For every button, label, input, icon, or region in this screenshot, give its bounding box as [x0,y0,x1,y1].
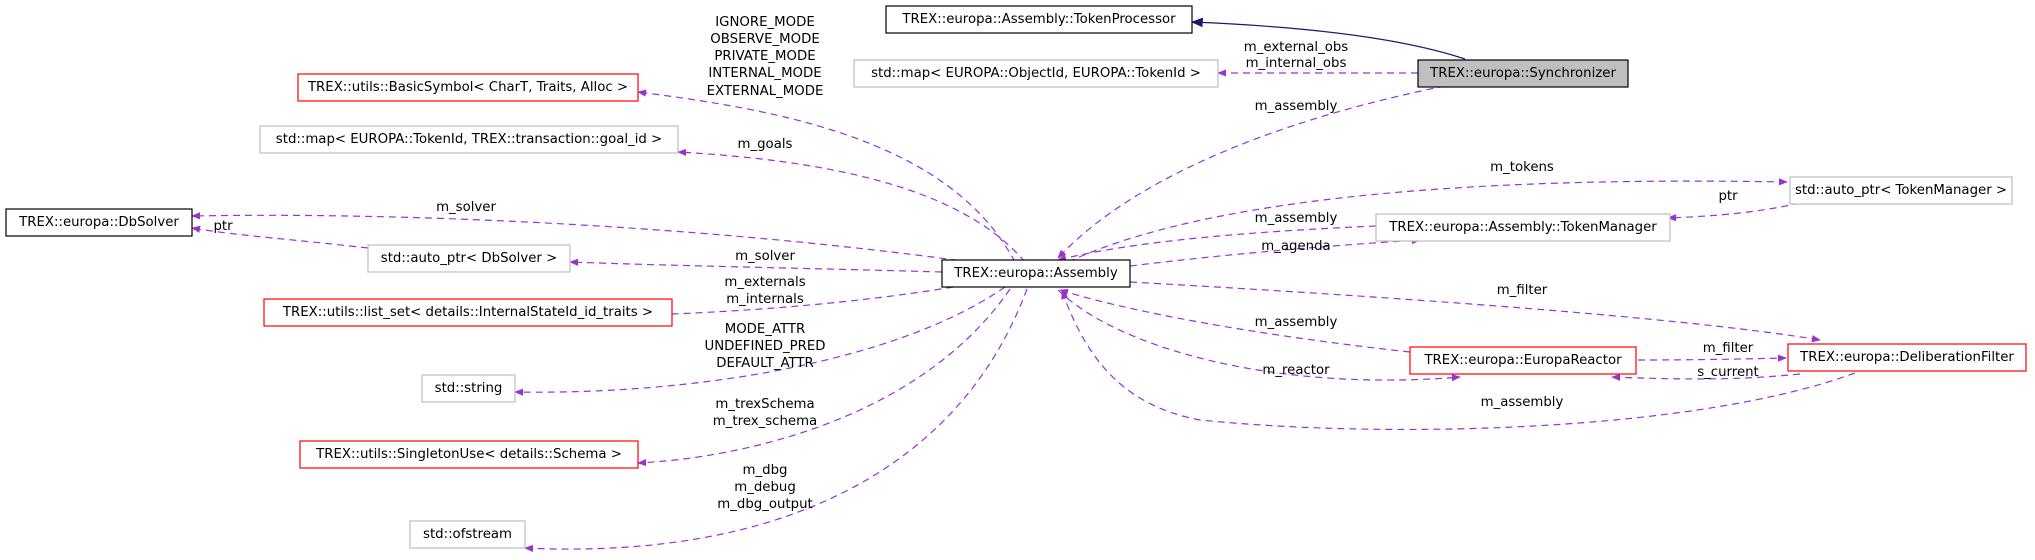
edge-label: m_internals [726,292,804,307]
node-europa-reactor[interactable]: TREX::europa::EuropaReactor [1409,346,1637,375]
node-label: std::map< EUROPA::TokenId, TREX::transac… [276,132,662,147]
node-autoptr-tokenmanager: std::auto_ptr< TokenManager > [1789,176,2013,205]
edge-goals: m_goals [677,137,1026,263]
edge-label: s_current [1697,365,1759,380]
edge-s-current: s_current [1611,365,1801,381]
edge-label: m_external_obs [1244,40,1349,55]
edge-label: EXTERNAL_MODE [707,84,824,99]
edge-label: PRIVATE_MODE [714,49,815,64]
node-token-manager: TREX::europa::Assembly::TokenManager [1375,213,1671,242]
edge-filter-assembly: m_assembly [1061,290,1856,431]
node-ofstream: std::ofstream [409,520,526,549]
node-label: std::auto_ptr< TokenManager > [1795,183,2007,198]
node-label: TREX::europa::Synchronizer [1429,66,1616,81]
node-deliberation-filter[interactable]: TREX::europa::DeliberationFilter [1787,343,2027,372]
edge-label: m_dbg [743,463,788,478]
edge-solver-top: m_solver [191,200,971,263]
edge-label: ptr [1718,189,1738,204]
edge-label: MODE_ATTR [725,322,806,337]
edge-label: m_tokens [1490,160,1554,175]
node-label: TREX::europa::Assembly::TokenProcessor [901,12,1176,27]
edge-label: m_assembly [1255,315,1338,330]
edge-label: m_agenda [1261,239,1330,254]
node-label: TREX::utils::BasicSymbol< CharT, Traits,… [307,80,628,95]
edge-label: DEFAULT_ATTR [716,356,814,371]
edge-filter: m_filter [1129,281,1821,343]
edge-label: ptr [213,219,233,234]
edge-tm-ptr: ptr [1667,189,1801,222]
edge-label: m_externals [724,275,805,290]
edge-label: m_solver [436,200,496,215]
node-label: TREX::europa::DeliberationFilter [1799,350,2014,365]
node-map-objectid-tokenid: std::map< EUROPA::ObjectId, EUROPA::Toke… [853,59,1219,88]
edge-label: m_dbg_output [717,497,812,512]
node-label: std::auto_ptr< DbSolver > [381,251,557,266]
node-list-set[interactable]: TREX::utils::list_set< details::Internal… [263,298,673,327]
edge-agenda: m_agenda [1129,236,1421,267]
node-label: TREX::utils::SingletonUse< details::Sche… [315,447,622,462]
edge-label: UNDEFINED_PRED [704,339,825,354]
node-singleton-use[interactable]: TREX::utils::SingletonUse< details::Sche… [299,440,639,469]
node-label: TREX::europa::DbSolver [18,215,179,230]
edge-label: m_trex_schema [713,414,817,429]
node-label: TREX::europa::Assembly [953,266,1118,281]
edge-reactor-filter: m_filter [1637,341,1787,362]
edge-external-internal-obs: m_external_obs m_internal_obs [1217,40,1418,77]
edge-dbsolver-ptr: ptr [191,219,369,249]
edge-label: IGNORE_MODE [715,15,815,30]
edge-label: m_assembly [1255,211,1338,226]
edge-solver-ptr: m_solver [569,249,943,273]
node-dbsolver[interactable]: TREX::europa::DbSolver [5,208,193,237]
node-label: std::map< EUROPA::ObjectId, EUROPA::Toke… [871,66,1201,81]
node-synchronizer: TREX::europa::Synchronizer [1417,59,1629,88]
edge-schema: m_trexSchema m_trex_schema [637,288,1011,467]
node-assembly[interactable]: TREX::europa::Assembly [941,259,1131,288]
edge-label: m_debug [734,480,796,495]
node-map-tokenid-goalid: std::map< EUROPA::TokenId, TREX::transac… [259,125,679,154]
node-label: TREX::utils::list_set< details::Internal… [282,305,653,320]
edge-label: m_solver [735,249,795,264]
edge-reactor-assembly: m_assembly [1059,288,1411,353]
edge-tokens: m_tokens [1067,160,1788,263]
edge-tm-assembly: m_assembly [1057,211,1377,262]
node-label: TREX::europa::EuropaReactor [1423,353,1622,368]
node-std-string: std::string [421,374,516,403]
edge-attrs: MODE_ATTR UNDEFINED_PRED DEFAULT_ATTR [514,286,1006,396]
edge-label: m_filter [1703,341,1754,356]
edge-label: OBSERVE_MODE [710,32,819,47]
edge-sync-assembly: m_assembly [1057,85,1446,259]
node-label: std::string [435,381,503,396]
edge-label: m_trexSchema [715,397,814,412]
edge-symbol-modes: IGNORE_MODE OBSERVE_MODE PRIVATE_MODE IN… [637,15,1016,263]
edge-label: m_filter [1497,283,1548,298]
edge-label: m_reactor [1262,363,1330,378]
node-token-processor[interactable]: TREX::europa::Assembly::TokenProcessor [885,5,1193,34]
node-basic-symbol[interactable]: TREX::utils::BasicSymbol< CharT, Traits,… [297,73,639,102]
edge-label: INTERNAL_MODE [708,66,821,81]
edge-externals-internals: m_externals m_internals [639,275,966,319]
edge-reactor: m_reactor [1057,289,1461,382]
node-label: TREX::europa::Assembly::TokenManager [1388,220,1657,235]
edge-label: m_goals [738,137,793,152]
node-autoptr-dbsolver: std::auto_ptr< DbSolver > [367,244,571,273]
edge-inheritance-tokenprocessor [1190,17,1466,60]
edge-label: m_assembly [1481,395,1564,410]
edge-label: m_internal_obs [1246,56,1347,71]
edge-label: m_assembly [1255,99,1338,114]
node-label: std::ofstream [423,527,512,542]
edge-dbg: m_dbg m_debug m_dbg_output [524,288,1028,552]
